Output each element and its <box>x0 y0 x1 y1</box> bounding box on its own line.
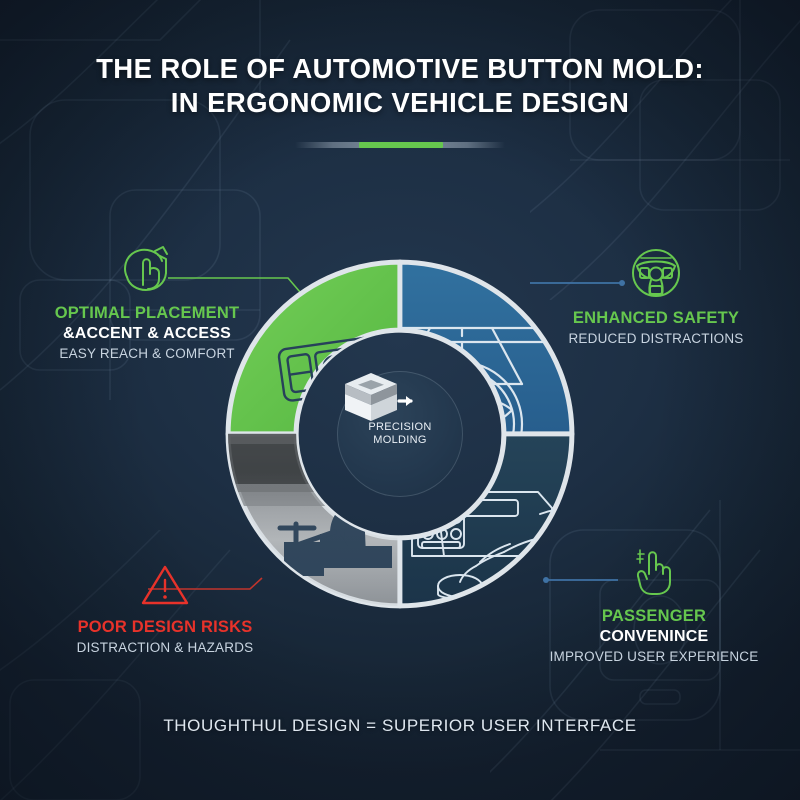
center-hub-label-line1: PRECISION <box>368 420 432 433</box>
page-title: THE ROLE OF AUTOMOTIVE BUTTON MOLD: IN E… <box>0 52 800 120</box>
node-title-passenger-convenience: PASSENGER <box>601 607 707 625</box>
hand-touch-icon <box>24 243 270 298</box>
node-enhanced-safety[interactable]: ENHANCED SAFETY REDUCED DISTRACTIONS <box>533 248 779 347</box>
pointing-finger-icon <box>528 548 780 601</box>
center-hub-label-line2: MOLDING <box>373 433 427 446</box>
node-desc-passenger-convenience: IMPROVED USER EXPERIENCE <box>549 649 759 664</box>
title-accent-bar <box>295 142 505 148</box>
node-desc-poor-design-risks: DISTRACTION & HAZARDS <box>76 640 254 655</box>
node-title-poor-design-risks: POOR DESIGN RISKS <box>77 618 253 636</box>
node-subtitle-optimal-placement: &ACCENT & ACCESS <box>63 325 231 342</box>
node-poor-design-risks[interactable]: POOR DESIGN RISKS DISTRACTION & HAZARDS <box>40 563 290 656</box>
steering-wheel-icon <box>533 248 779 303</box>
center-hub-label: PRECISION MOLDING <box>368 421 431 447</box>
title-accent-fill <box>359 142 443 148</box>
node-optimal-placement[interactable]: OPTIMAL PLACEMENT &ACCENT & ACCESS EASY … <box>24 243 270 362</box>
node-title-optimal-placement: OPTIMAL PLACEMENT <box>54 304 240 322</box>
node-desc-enhanced-safety: REDUCED DISTRACTIONS <box>568 331 744 346</box>
center-hub: PRECISION MOLDING <box>337 371 463 497</box>
node-desc-optimal-placement: EASY REACH & COMFORT <box>59 346 235 361</box>
node-title-enhanced-safety: ENHANCED SAFETY <box>572 309 740 327</box>
title-line-2: IN ERGONOMIC VEHICLE DESIGN <box>170 87 630 118</box>
footer-tagline: THOUGHTHUL DESIGN = SUPERIOR USER INTERF… <box>163 716 637 735</box>
node-passenger-convenience[interactable]: PASSENGER CONVENINCE IMPROVED USER EXPER… <box>528 548 780 665</box>
donut-chart: PRECISION MOLDING <box>222 256 578 612</box>
title-line-1: THE ROLE OF AUTOMOTIVE BUTTON MOLD: <box>96 53 704 84</box>
warning-triangle-icon <box>40 563 290 612</box>
node-subtitle-passenger-convenience: CONVENINCE <box>599 628 709 645</box>
